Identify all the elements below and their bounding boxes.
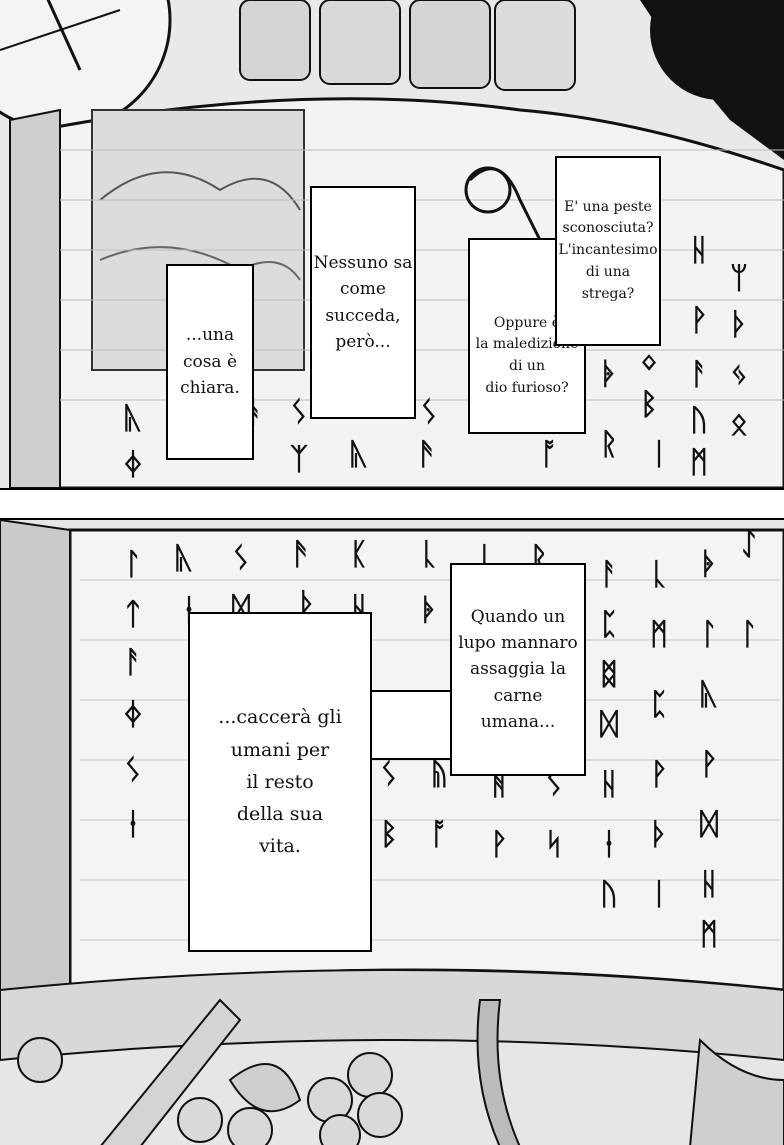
rune: ᚧ: [700, 547, 718, 582]
rune: ᛊ: [232, 541, 250, 576]
rune: ᚢ: [600, 877, 618, 912]
rune: ᚳ: [420, 537, 438, 572]
rune: ᚺ: [690, 233, 708, 268]
rune: ᛄ: [124, 697, 142, 732]
rune: ᛈ: [650, 687, 668, 722]
rune: ᚨ: [124, 645, 142, 680]
rune: ᚧ: [600, 357, 618, 392]
rune: ᛂ: [600, 827, 618, 862]
rune: ᚹ: [690, 303, 708, 338]
rune: ᛊ: [290, 395, 308, 430]
rune: ᛊ: [545, 767, 563, 802]
rune: ᛋ: [545, 827, 563, 862]
rune: ᛏ: [124, 597, 142, 632]
rune: ᚣ: [700, 677, 718, 712]
rune: ᛒ: [380, 817, 398, 852]
rune: ᛕ: [350, 537, 368, 572]
rune: ᚩ: [430, 817, 448, 852]
rune: ᚫ: [418, 437, 436, 472]
rune: ᚧ: [420, 593, 438, 628]
bubble-text: Quando un lupo mannaro assaggia la carne…: [458, 606, 578, 733]
rune: ᛥ: [600, 657, 618, 692]
bubble-text: E' una peste sconosciuta? L'incantesimo …: [558, 198, 658, 302]
bubble-text: ...caccerà gli umani per il resto della …: [218, 706, 342, 858]
rune: ᚱ: [600, 427, 618, 462]
rune: ᚩ: [540, 437, 558, 472]
rune: ᚺ: [700, 867, 718, 902]
speech-bubble: Quando un lupo mannaro assaggia la carne…: [450, 563, 586, 776]
rune: ᚦ: [650, 817, 668, 852]
speech-bubble: E' una peste sconosciuta? L'incantesimo …: [555, 156, 661, 346]
rune: ᛚ: [740, 617, 758, 652]
rune: ᛊ: [420, 395, 438, 430]
rune: ᚹ: [700, 747, 718, 782]
rune: ᚫ: [292, 537, 310, 572]
rune: ᚣ: [175, 541, 193, 576]
speech-bubble: ...caccerà gli umani per il resto della …: [188, 612, 372, 952]
rune: ᛗ: [650, 617, 668, 652]
rune: ᛊ: [124, 753, 142, 788]
rune: ᛞ: [700, 807, 718, 842]
rune: ᚨ: [600, 557, 618, 592]
rune: ᛒ: [640, 387, 658, 422]
bottom-panel: ᛚ ᚣ ᛊ ᚫ ᛕ ᚳ ᚳ ᚱ ᛏ ᛂ ᛞ ᚦ ᚺ ᚧ ᚨ ᛄ ᛊ ᛂ ᛏ ᛊ …: [0, 518, 784, 1145]
speech-bubble-connector: [372, 690, 452, 760]
rune: ᛜ: [640, 347, 658, 382]
rune: ᛘ: [730, 261, 748, 296]
rune: ᛈ: [600, 607, 618, 642]
rune: ᛗ: [700, 917, 718, 952]
rune: ᚣ: [124, 401, 142, 436]
rune: ᛚ: [124, 547, 142, 582]
rune: ᛗ: [690, 445, 708, 480]
rune: ᛞ: [600, 707, 618, 742]
rune: ᛃ: [730, 357, 748, 392]
rune: ᚣ: [350, 437, 368, 472]
rune: ᚹ: [650, 757, 668, 792]
speech-bubble: Nessuno sa come succeda, però...: [310, 186, 416, 419]
bubble-text: Nessuno sa come succeda, però...: [313, 252, 413, 352]
rune: ᚥ: [430, 757, 448, 792]
speech-bubble: ...una cosa è chiara.: [166, 264, 254, 460]
rune: ᛊ: [380, 757, 398, 792]
rune: ᚹ: [490, 827, 508, 862]
rune: ᛂ: [124, 807, 142, 842]
rune: ᛚ: [700, 617, 718, 652]
rune: ᛁ: [650, 877, 668, 912]
rune: ᚨ: [690, 357, 708, 392]
rune: ᚻ: [490, 767, 508, 802]
rune: ᛟ: [730, 407, 748, 442]
rune: ᚢ: [690, 403, 708, 438]
rune: ᛉ: [290, 442, 308, 477]
rune: ᚺ: [600, 767, 618, 802]
rune: ᛇ: [740, 527, 758, 562]
rune: ᚦ: [730, 307, 748, 342]
bubble-text: ...una cosa è chiara.: [180, 325, 240, 399]
rune: ᛁ: [650, 437, 668, 472]
rune: ᛄ: [124, 447, 142, 482]
rune: ᚳ: [650, 557, 668, 592]
